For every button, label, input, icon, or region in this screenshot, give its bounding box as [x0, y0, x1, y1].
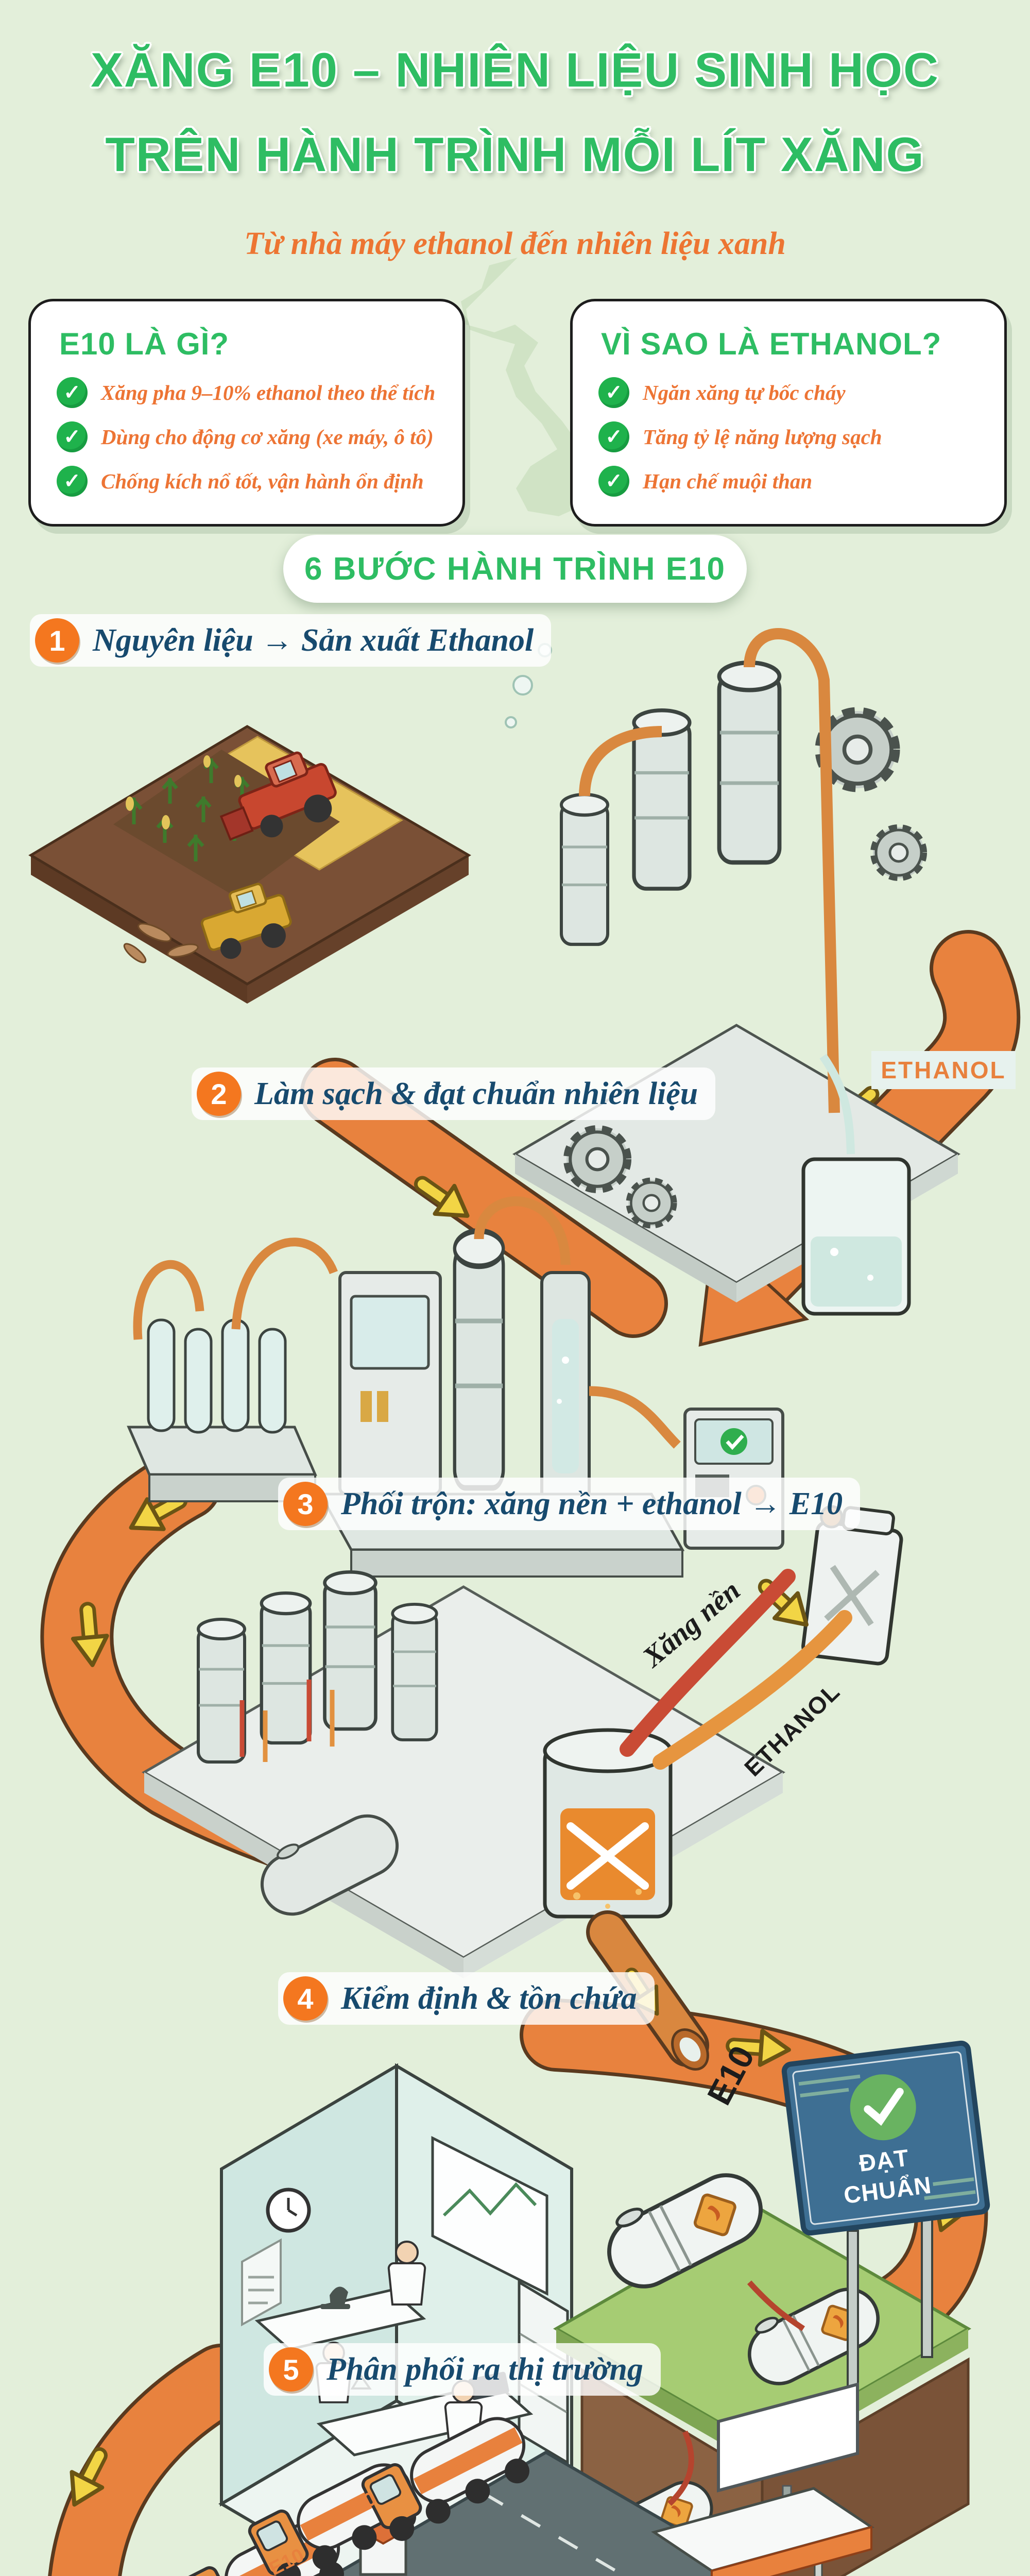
whiteboard-icon	[431, 2136, 548, 2296]
lab-desk-icon	[316, 2381, 534, 2456]
test-tube-rack-icon	[127, 1238, 338, 1502]
mixing-tank-icon	[543, 1728, 673, 1919]
tank-pipes-icon	[667, 2280, 805, 2506]
list-item-label: Chống kích nổ tốt, vận hành ổn định	[101, 469, 424, 493]
page-title-line2: TRÊN HÀNH TRÌNH MỖI LÍT XĂNG	[105, 127, 925, 181]
corn-cobs-icon	[126, 755, 242, 829]
list-item: ✓ Tăng tỷ lệ năng lượng sạch	[598, 421, 1004, 452]
info-card-ethanol: VÌ SAO LÀ ETHANOL? ✓ Ngăn xăng tự bốc ch…	[570, 299, 1007, 527]
check-icon: ✓	[598, 421, 629, 452]
list-item-label: Xăng pha 9–10% ethanol theo thể tích	[101, 381, 436, 404]
list-item: ✓ Hạn chế muội than	[598, 466, 1004, 497]
horizontal-tank-icon	[260, 1814, 399, 1916]
corn-stalks-icon	[125, 758, 250, 861]
section-pill-label: 6 BƯỚC HÀNH TRÌNH E10	[304, 551, 726, 587]
list-item-label: Dùng cho động cơ xăng (xe máy, ô tô)	[101, 425, 434, 449]
page-title-line1: XĂNG E10 – NHIÊN LIỆU SINH HỌC	[91, 43, 939, 97]
step-number-badge: 3	[283, 1482, 328, 1526]
step-row-5: 5 Phân phối ra thị trường	[264, 2343, 661, 2396]
base-gasoline-pipe	[620, 1569, 796, 1757]
step-row-1: 1 Nguyên liệu → Sản xuất Ethanol	[30, 614, 552, 667]
list-item-label: Ngăn xăng tự bốc cháy	[643, 381, 846, 404]
step-number-badge: 1	[35, 618, 79, 663]
lab-table-icon	[254, 2289, 426, 2351]
small-pipes-icon	[239, 1680, 312, 1757]
vietnam-map-icon	[461, 258, 596, 516]
beaker-icon	[801, 1054, 911, 1316]
check-icon: ✓	[57, 377, 88, 408]
list-item-label: Hạn chế muội than	[643, 469, 813, 493]
check-icon: ✓	[598, 377, 629, 408]
step-label: Làm sạch & đạt chuẩn nhiên liệu	[254, 1076, 698, 1111]
step-number-badge: 5	[269, 2347, 313, 2392]
harvester-yellow-icon	[200, 883, 292, 959]
list-item: ✓ Dùng cho động cơ xăng (xe máy, ô tô)	[57, 421, 462, 452]
list-item: ✓ Ngăn xăng tự bốc cháy	[598, 377, 1004, 408]
crop-field-icon	[28, 725, 471, 1004]
gas-station-icon	[651, 2382, 874, 2576]
info-card-e10: E10 LÀ GÌ? ✓ Xăng pha 9–10% ethanol theo…	[28, 299, 465, 527]
list-item: ✓ Xăng pha 9–10% ethanol theo thể tích	[57, 377, 462, 408]
check-icon: ✓	[57, 466, 88, 497]
step-label: Phối trộn: xăng nền + ethanol → E10	[341, 1486, 843, 1521]
step-number-badge: 4	[283, 1976, 328, 2021]
step-label: Kiểm định & tồn chứa	[341, 1980, 637, 2016]
microscope-icon	[320, 2286, 350, 2309]
page-subtitle: Từ nhà máy ethanol đến nhiên liệu xanh	[244, 226, 786, 261]
section-pill: 6 BƯỚC HÀNH TRÌNH E10	[283, 535, 747, 603]
step-row-2: 2 Làm sạch & đạt chuẩn nhiên liệu	[192, 1067, 716, 1120]
cassava-roots-icon	[123, 923, 199, 963]
check-icon: ✓	[57, 421, 88, 452]
step3-illustration	[142, 1569, 852, 2071]
check-icon: ✓	[598, 466, 629, 497]
step-label: Nguyên liệu → Sản xuất Ethanol	[93, 622, 534, 658]
step2-illustration	[127, 1196, 903, 1666]
ethanol-pipe	[653, 1610, 852, 1770]
ethanol-output-label: ETHANOL	[871, 1051, 1016, 1089]
card-title: VÌ SAO LÀ ETHANOL?	[601, 327, 942, 361]
harvester-icon	[219, 751, 337, 841]
quality-sign	[781, 2040, 990, 2236]
ethanol-plant-icon	[505, 628, 960, 1316]
list-item-label: Tăng tỷ lệ năng lượng sạch	[643, 425, 882, 449]
step-row-4: 4 Kiểm định & tồn chứa	[278, 1972, 655, 2025]
step5-illustration	[154, 2382, 874, 2576]
step-number-badge: 2	[197, 1072, 241, 1116]
list-item: ✓ Chống kích nổ tốt, vận hành ổn định	[57, 466, 462, 497]
card-title: E10 LÀ GÌ?	[59, 327, 230, 361]
step-row-3: 3 Phối trộn: xăng nền + ethanol → E10	[278, 1478, 861, 1530]
step-label: Phân phối ra thị trường	[327, 2351, 643, 2387]
step1-illustration	[28, 628, 960, 1316]
